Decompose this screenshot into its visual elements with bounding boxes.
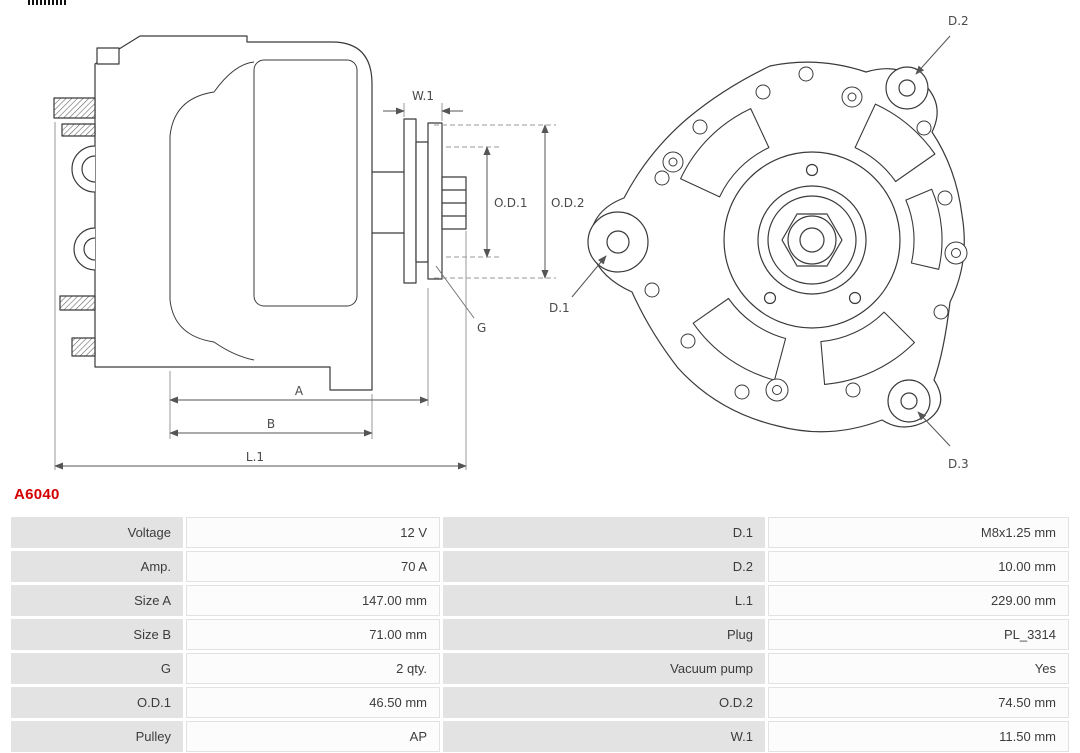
spec-value-cell: M8x1.25 mm <box>768 517 1069 548</box>
spec-label-cell: Vacuum pump <box>443 653 765 684</box>
body-inner-lines <box>169 59 358 361</box>
spec-table: Voltage 12 V D.1 M8x1.25 mm Amp. 70 A D.… <box>8 514 1072 753</box>
spec-value-cell: 147.00 mm <box>186 585 440 616</box>
d-arrows <box>571 35 951 447</box>
spec-value-cell: 46.50 mm <box>186 687 440 718</box>
spec-label-cell: D.2 <box>443 551 765 582</box>
vent-slots <box>680 103 943 385</box>
spec-value-cell: 71.00 mm <box>186 619 440 650</box>
dim-label-a: A <box>295 384 304 398</box>
end-view-dimensions: D.1 D.2 D.3 <box>549 14 969 471</box>
top-left-block <box>96 47 120 65</box>
spec-label-cell: Voltage <box>11 517 183 548</box>
barcode <box>28 0 68 5</box>
spec-row: G 2 qty. Vacuum pump Yes <box>11 653 1069 684</box>
spec-value-cell: 12 V <box>186 517 440 548</box>
spec-label-cell: G <box>11 653 183 684</box>
extension-lines <box>54 103 467 470</box>
spec-label-cell: W.1 <box>443 721 765 752</box>
spec-row: Size A 147.00 mm L.1 229.00 mm <box>11 585 1069 616</box>
spec-row: Voltage 12 V D.1 M8x1.25 mm <box>11 517 1069 548</box>
alternator-body-outline <box>94 35 373 391</box>
spec-value-cell: AP <box>186 721 440 752</box>
spec-label-cell: Amp. <box>11 551 183 582</box>
dim-label-l1: L.1 <box>246 450 264 464</box>
spec-label-cell: D.1 <box>443 517 765 548</box>
dim-label-od2: O.D.2 <box>551 196 584 210</box>
spec-row: O.D.1 46.50 mm O.D.2 74.50 mm <box>11 687 1069 718</box>
spec-row: Amp. 70 A D.2 10.00 mm <box>11 551 1069 582</box>
side-view-drawing <box>53 35 467 391</box>
spec-value-cell: 10.00 mm <box>768 551 1069 582</box>
spec-value-cell: 2 qty. <box>186 653 440 684</box>
rear-bosses <box>71 145 96 271</box>
spec-value-cell: 74.50 mm <box>768 687 1069 718</box>
spec-value-cell: Yes <box>768 653 1069 684</box>
spec-row: Pulley AP W.1 11.50 mm <box>11 721 1069 752</box>
shaft-hub <box>723 151 901 329</box>
projection-dashed-lines <box>434 124 556 279</box>
side-view-dimensions: W.1 O.D.1 O.D.2 G A B L.1 <box>54 89 584 470</box>
dim-label-od1: O.D.1 <box>494 196 527 210</box>
dim-label-d3: D.3 <box>948 457 969 471</box>
dim-label-g: G <box>477 321 486 335</box>
part-number: A6040 <box>14 486 60 503</box>
spec-label-cell: Plug <box>443 619 765 650</box>
through-bolts <box>662 86 968 402</box>
dim-label-d1: D.1 <box>549 301 570 315</box>
dim-label-d2: D.2 <box>948 14 969 28</box>
end-view-drawing <box>587 61 968 433</box>
spec-label-cell: L.1 <box>443 585 765 616</box>
housing-holes <box>644 66 953 400</box>
spec-label-cell: O.D.2 <box>443 687 765 718</box>
spec-row: Size B 71.00 mm Plug PL_3314 <box>11 619 1069 650</box>
spec-value-cell: 229.00 mm <box>768 585 1069 616</box>
spec-label-cell: Size B <box>11 619 183 650</box>
g-leader-line <box>435 265 475 319</box>
spec-label-cell: Pulley <box>11 721 183 752</box>
dimension-arrows <box>54 107 549 470</box>
terminal-studs <box>53 97 96 357</box>
spec-value-cell: 11.50 mm <box>768 721 1069 752</box>
pulley <box>372 118 467 284</box>
dim-label-b: B <box>267 417 275 431</box>
technical-drawing: W.1 O.D.1 O.D.2 G A B L.1 <box>53 14 969 471</box>
spec-value-cell: 70 A <box>186 551 440 582</box>
spec-label-cell: O.D.1 <box>11 687 183 718</box>
dim-label-w1: W.1 <box>412 89 434 103</box>
spec-label-cell: Size A <box>11 585 183 616</box>
spec-value-cell: PL_3314 <box>768 619 1069 650</box>
